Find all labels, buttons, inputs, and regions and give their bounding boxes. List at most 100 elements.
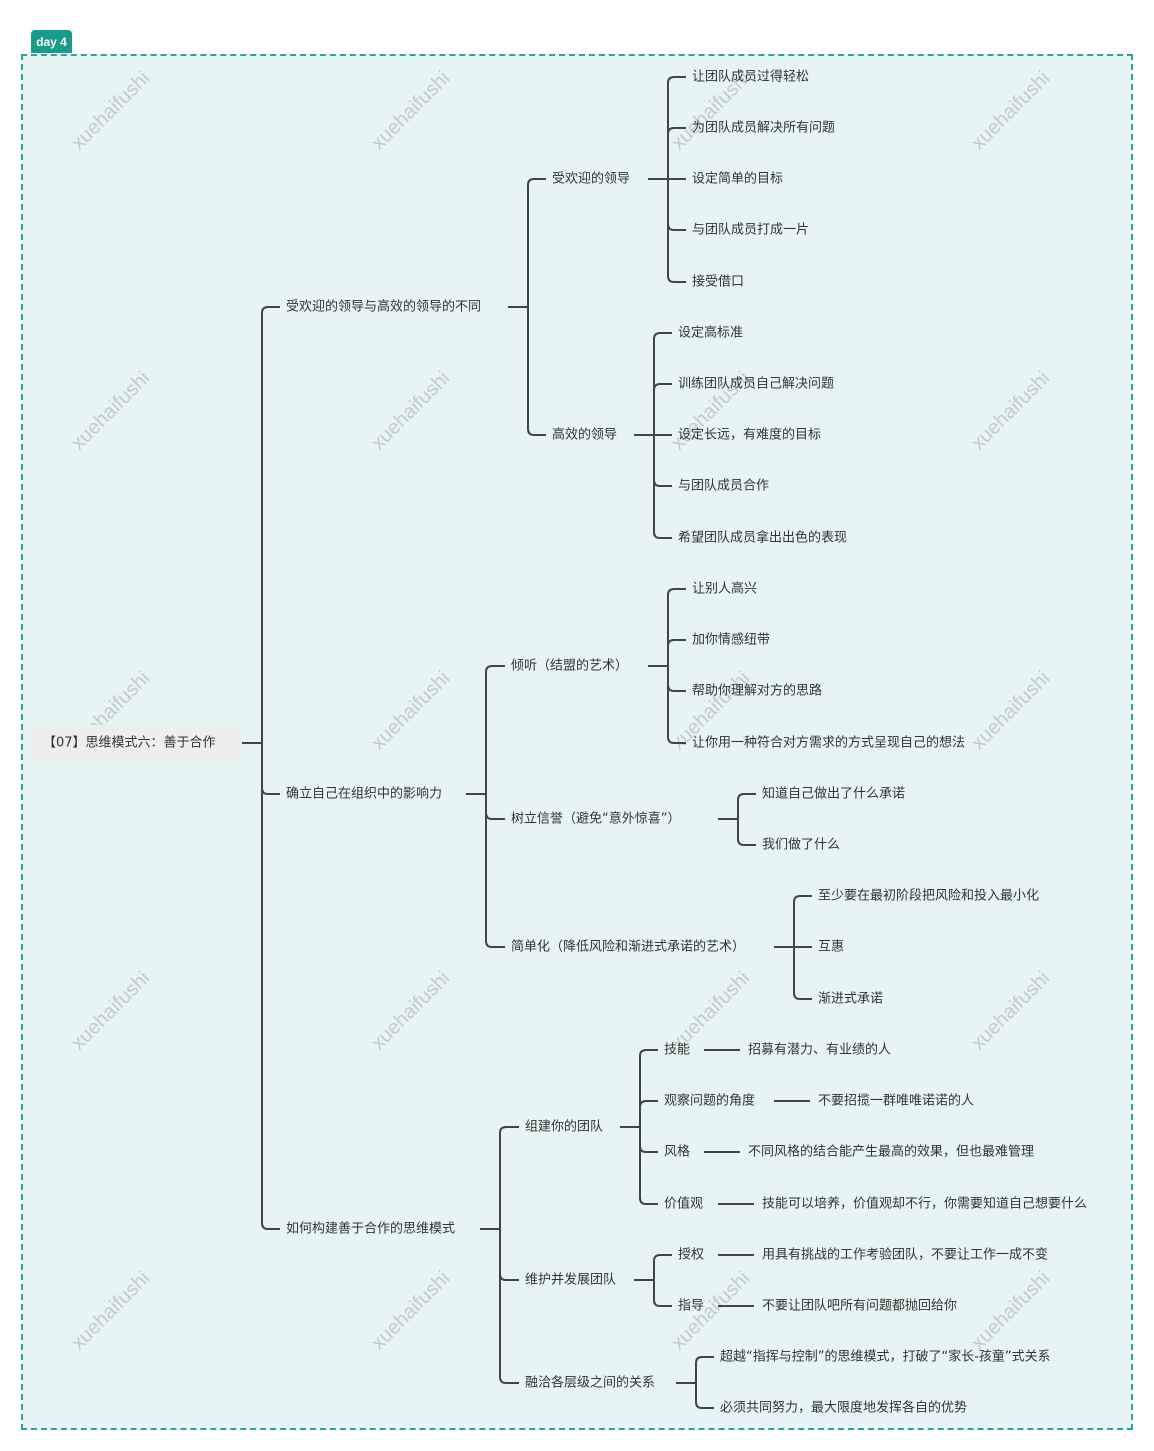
connector-branch	[653, 531, 672, 539]
node-r-1-0[interactable]: 倾听（结盟的艺术）	[511, 658, 628, 674]
connector-branch	[695, 1401, 714, 1409]
node-r-1-1[interactable]: 树立信誉（避免“意外惊喜”）	[511, 811, 680, 827]
node-r-2-1[interactable]: 维护并发展团队	[525, 1272, 616, 1288]
connector-branch	[527, 178, 546, 186]
node-r-2-1-0[interactable]: 授权	[678, 1247, 704, 1263]
node-r-0-0[interactable]: 受欢迎的领导	[552, 171, 630, 187]
connector-branch	[793, 992, 812, 1000]
connector-branch	[261, 787, 280, 795]
connector-branch	[667, 736, 686, 744]
connector-branch	[667, 76, 686, 84]
connector-branch	[485, 812, 505, 820]
connector-branch	[639, 1100, 658, 1108]
node-r-2-1-0-0[interactable]: 用具有挑战的工作考验团队，不要让工作一成不变	[762, 1247, 1048, 1263]
node-r-0-1-3[interactable]: 与团队成员合作	[678, 479, 769, 494]
node-r-2-0-1[interactable]: 观察问题的角度	[664, 1093, 755, 1109]
node-r-0-1[interactable]: 高效的领导	[552, 427, 617, 443]
node-r-1-0-3[interactable]: 让你用一种符合对方需求的方式呈现自己的想法	[692, 735, 965, 751]
node-r-0-0-3[interactable]: 与团队成员打成一片	[692, 223, 809, 238]
mindmap-nodes: 【07】思维模式六：善于合作 受欢迎的领导与高效的领导的不同 受欢迎的领导 让团队成员…	[31, 69, 1087, 1416]
node-r-0-0-0[interactable]: 让团队成员过得轻松	[692, 69, 809, 85]
node-r-1-2[interactable]: 简单化（降低风险和渐进式承诺的艺术）	[511, 939, 745, 955]
node-r-2-2-0[interactable]: 超越“指挥与控制”的思维模式，打破了“家长-孩童”式关系	[720, 1349, 1051, 1365]
mindmap-edges	[242, 76, 812, 1409]
node-r-1-1-1[interactable]: 我们做了什么	[762, 838, 840, 853]
node-r-2-0[interactable]: 组建你的团队	[525, 1119, 603, 1135]
node-r-0-1-4[interactable]: 希望团队成员拿出出色的表现	[678, 530, 847, 546]
watermark-text: xuehaifushi	[67, 67, 154, 154]
node-r-0-0-2[interactable]: 设定简单的目标	[692, 171, 783, 187]
watermark-text: xuehaifushi	[967, 367, 1054, 454]
watermark-text: xuehaifushi	[367, 967, 454, 1054]
node-r-2-0-0[interactable]: 技能	[664, 1043, 690, 1058]
connector-branch	[653, 383, 672, 391]
watermark-text: xuehaifushi	[67, 367, 154, 454]
node-r-2-0-3-0[interactable]: 技能可以培养，价值观却不行，你需要知道自己想要什么	[762, 1196, 1087, 1212]
node-r-0-0-1[interactable]: 为团队成员解决所有问题	[692, 121, 835, 136]
node-r-2-0-1-0[interactable]: 不要招揽一群唯唯诺诺的人	[818, 1093, 974, 1109]
watermark-text: xuehaifushi	[967, 967, 1054, 1054]
node-r-0-1-0[interactable]: 设定高标准	[678, 325, 743, 341]
watermark-text: xuehaifushi	[367, 1267, 454, 1354]
connector-branch	[667, 588, 686, 596]
node-r-1-2-0[interactable]: 至少要在最初阶段把风险和投入最小化	[818, 888, 1039, 904]
node-r-1-2-1[interactable]: 互惠	[818, 940, 844, 955]
connector-branch	[667, 127, 686, 135]
connector-branch	[499, 1126, 519, 1134]
node-r-1[interactable]: 确立自己在组织中的影响力	[286, 786, 442, 802]
watermark-text: xuehaifushi	[67, 967, 154, 1054]
watermark-text: xuehaifushi	[367, 67, 454, 154]
node-r-1-0-1[interactable]: 加你情感纽带	[692, 632, 770, 648]
connector-branch	[737, 793, 756, 801]
connector-branch	[653, 479, 672, 487]
connector-branch	[653, 332, 672, 340]
watermark-text: xuehaifushi	[367, 367, 454, 454]
node-r-1-1-0[interactable]: 知道自己做出了什么承诺	[762, 786, 905, 802]
connector-branch	[667, 223, 686, 231]
connector-branch	[667, 275, 686, 283]
root-node-bg	[31, 725, 241, 761]
connector-branch	[499, 1273, 519, 1281]
node-r-2-0-3[interactable]: 价值观	[664, 1196, 703, 1212]
node-r-2-0-2-0[interactable]: 不同风格的结合能产生最高的效果，但也最难管理	[748, 1144, 1034, 1160]
connector-branch	[261, 306, 280, 314]
connector-branch	[527, 428, 546, 436]
connector-branch	[499, 1376, 519, 1384]
watermark-text: xuehaifushi	[967, 67, 1054, 154]
node-r-2-1-1[interactable]: 指导	[678, 1299, 704, 1314]
node-r-2[interactable]: 如何构建善于合作的思维模式	[286, 1221, 455, 1237]
node-r-1-0-0[interactable]: 让别人高兴	[692, 581, 757, 597]
watermark-text: xuehaifushi	[667, 967, 754, 1054]
watermark-text: xuehaifushi	[67, 1267, 154, 1354]
node-r-2-0-2[interactable]: 风格	[664, 1144, 690, 1160]
connector-branch	[695, 1356, 714, 1364]
connector-branch	[667, 639, 686, 647]
watermark-text: xuehaifushi	[967, 667, 1054, 754]
node-r-2-2[interactable]: 融洽各层级之间的关系	[525, 1375, 655, 1391]
connector-branch	[485, 940, 505, 948]
node-r-1-2-2[interactable]: 渐进式承诺	[818, 992, 883, 1007]
watermark-layer: xuehaifushi xuehaifushi xuehaifushi xuehaif…	[67, 67, 1054, 1354]
node-r-0[interactable]: 受欢迎的领导与高效的领导的不同	[286, 299, 481, 315]
watermark-text: xuehaifushi	[967, 1267, 1054, 1354]
connector-branch	[261, 1222, 280, 1230]
connector-branch	[639, 1049, 658, 1057]
day-badge: day 4	[31, 30, 72, 53]
node-r-2-0-0-0[interactable]: 招募有潜力、有业绩的人	[748, 1042, 891, 1058]
node-r-0-0-4[interactable]: 接受借口	[692, 274, 744, 290]
node-r-2-1-1-0[interactable]: 不要让团队吧所有问题都抛回给你	[762, 1299, 957, 1314]
root-node[interactable]: 【07】思维模式六：善于合作	[43, 735, 216, 751]
connector-branch	[737, 838, 756, 846]
connector-branch	[485, 665, 505, 673]
node-r-0-1-2[interactable]: 设定长远，有难度的目标	[678, 427, 821, 443]
node-r-2-2-1[interactable]: 必须共同努力，最大限度地发挥各自的优势	[720, 1400, 967, 1416]
connector-branch	[639, 1197, 658, 1205]
node-r-1-0-2[interactable]: 帮助你理解对方的思路	[692, 683, 822, 699]
connector-branch	[639, 1145, 658, 1153]
connector-branch	[667, 684, 686, 692]
connector-branch	[793, 895, 812, 903]
node-r-0-1-1[interactable]: 训练团队成员自己解决问题	[678, 377, 834, 392]
connector-branch	[653, 1254, 672, 1262]
connector-branch	[653, 1299, 672, 1307]
